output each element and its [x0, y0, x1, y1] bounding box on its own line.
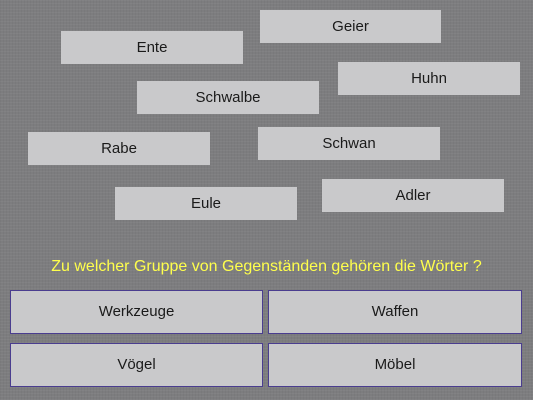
answer-button-voegel[interactable]: Vögel	[10, 343, 263, 387]
word-card-eule: Eule	[115, 187, 297, 220]
question-text: Zu welcher Gruppe von Gegenständen gehör…	[51, 258, 482, 275]
word-card-adler: Adler	[322, 179, 504, 212]
answer-button-waffen[interactable]: Waffen	[268, 290, 522, 334]
word-card-geier: Geier	[260, 10, 441, 43]
answer-button-werkzeuge[interactable]: Werkzeuge	[10, 290, 263, 334]
word-card-huhn: Huhn	[338, 62, 520, 95]
word-card-schwan: Schwan	[258, 127, 440, 160]
word-card-ente: Ente	[61, 31, 243, 64]
answer-button-moebel[interactable]: Möbel	[268, 343, 522, 387]
word-card-rabe: Rabe	[28, 132, 210, 165]
word-card-schwalbe: Schwalbe	[137, 81, 319, 114]
